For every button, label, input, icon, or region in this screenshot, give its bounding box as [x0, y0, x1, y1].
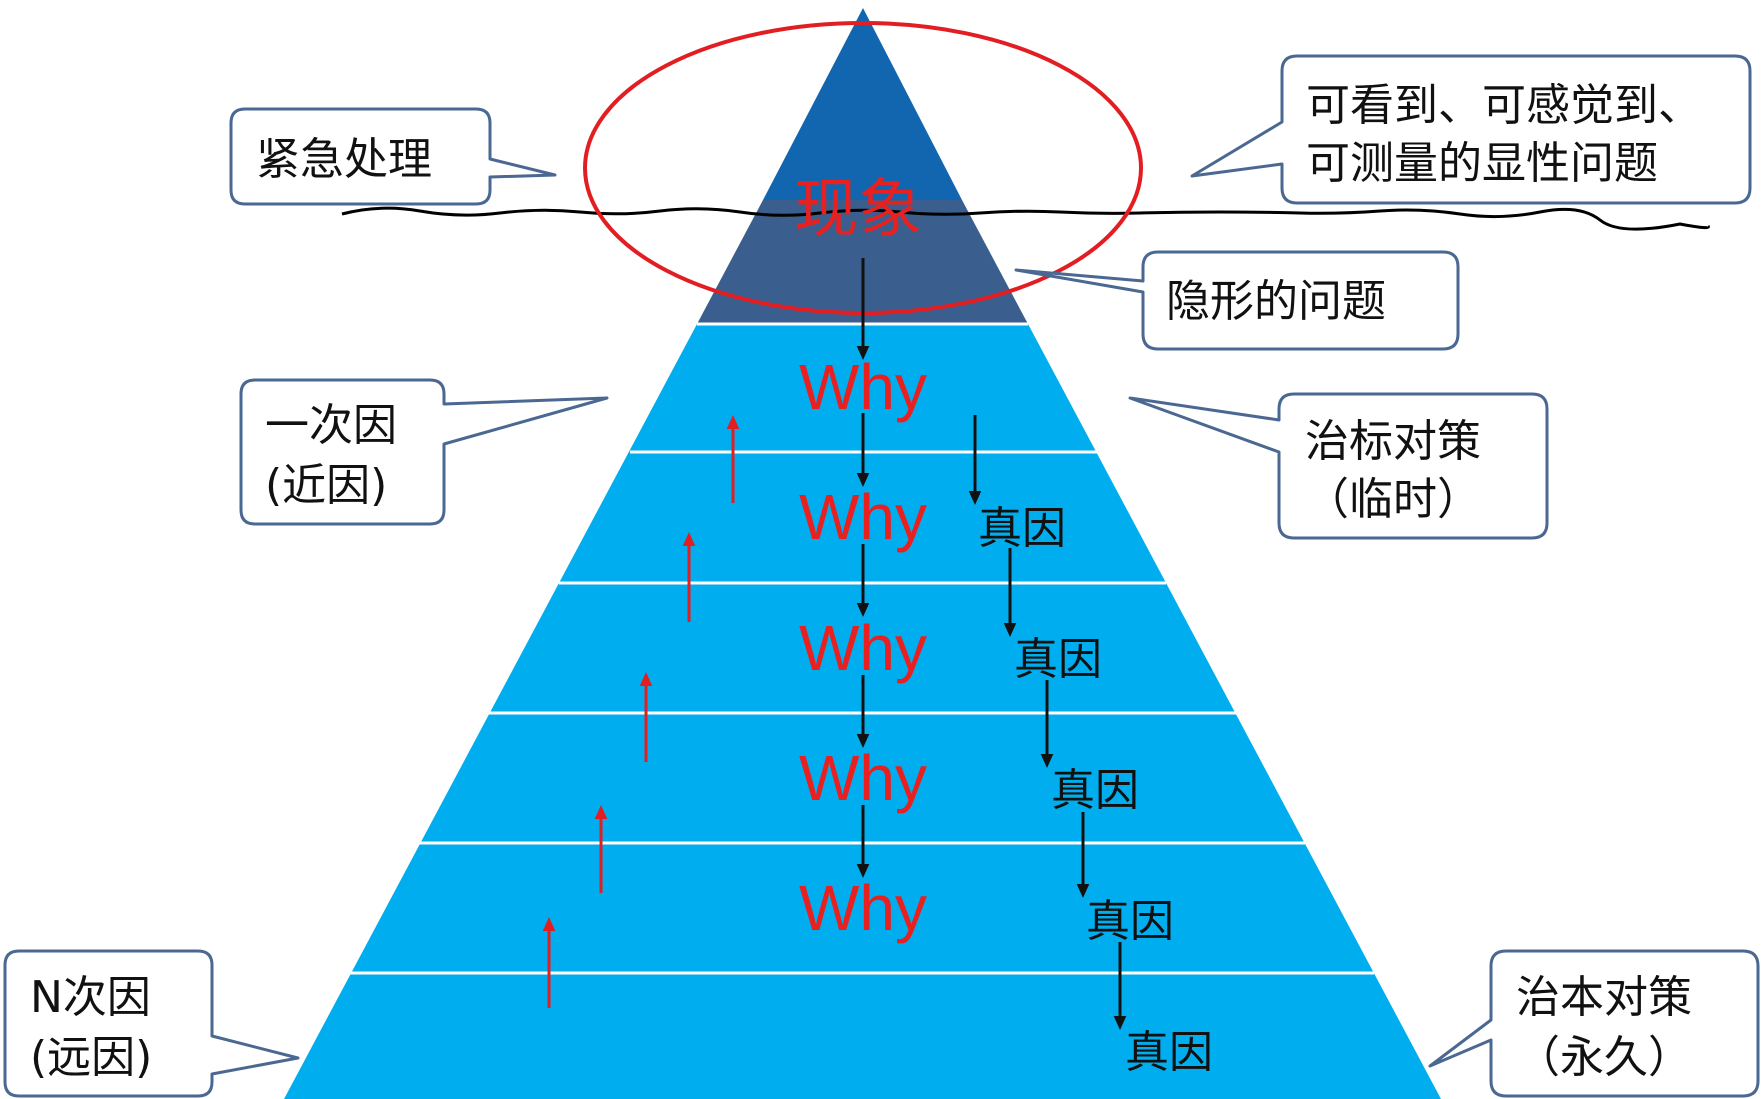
- callout-line: 隐形的问题: [1166, 276, 1386, 327]
- root-cause-chain-arrows: [968, 415, 1127, 1030]
- callout-line: （永久）: [1516, 1032, 1692, 1083]
- svg-text:治标对策 （临时）: 治标对策 （临时）: [1305, 416, 1495, 525]
- root-cause-label: 真因: [1051, 765, 1139, 816]
- why-label: Why: [799, 351, 927, 423]
- why-chain-arrow: [856, 544, 870, 617]
- root-cause-arrow: [1003, 548, 1017, 637]
- callout-nth-cause: N次因 (远因): [3, 949, 300, 1098]
- why-chain-arrow: [856, 675, 870, 748]
- svg-text:一次因 (近因): 一次因 (近因): [265, 400, 411, 511]
- why-chain-arrow: [856, 805, 870, 878]
- why-label: Why: [799, 872, 927, 944]
- callout-line: 可测量的显性问题: [1306, 138, 1658, 189]
- root-cause-label: 真因: [1014, 634, 1102, 685]
- callout-line: （临时）: [1305, 474, 1481, 525]
- why-chain-arrows: [856, 258, 870, 878]
- phenomenon-label: 现象: [794, 173, 922, 247]
- root-cause-arrow: [1040, 680, 1054, 768]
- callout-line: 紧急处理: [256, 134, 432, 185]
- upward-arrow: [594, 805, 608, 893]
- pyramid-apex: [763, 8, 962, 200]
- callout-line: (远因): [30, 1032, 152, 1083]
- why-labels: Why Why Why Why Why: [799, 351, 927, 944]
- callout-line: N次因: [30, 972, 151, 1023]
- root-cause-label: 真因: [1125, 1027, 1213, 1078]
- callout-emergency: 紧急处理: [229, 107, 557, 206]
- svg-text:紧急处理: 紧急处理: [256, 134, 432, 185]
- why-chain-arrow: [856, 413, 870, 487]
- callout-line: (近因): [265, 460, 387, 511]
- upward-arrow: [682, 532, 696, 622]
- callout-line: 一次因: [265, 400, 397, 451]
- root-cause-arrow: [968, 415, 982, 505]
- why-label: Why: [799, 481, 927, 553]
- svg-text:隐形的问题: 隐形的问题: [1166, 276, 1386, 327]
- callout-hidden-problem: 隐形的问题: [1014, 250, 1460, 351]
- upward-arrow: [542, 917, 556, 1008]
- upward-red-arrows: [542, 415, 740, 1008]
- root-cause-labels: 真因 真因 真因 真因 真因: [978, 503, 1213, 1078]
- svg-text:治本对策 （永久）: 治本对策 （永久）: [1516, 972, 1706, 1083]
- water-line-wave: [341, 206, 1710, 231]
- root-cause-label: 真因: [1086, 896, 1174, 947]
- svg-text:可看到、可感觉到、 可测量的显性问题: 可看到、可感觉到、 可测量的显性问题: [1306, 80, 1716, 189]
- upward-arrow: [726, 415, 740, 503]
- why-chain-arrow: [856, 258, 870, 360]
- callout-line: 治本对策: [1516, 972, 1692, 1023]
- svg-text:N次因 (远因): N次因 (远因): [30, 972, 165, 1083]
- callout-temporary-measure: 治标对策 （临时）: [1128, 392, 1549, 540]
- callout-line: 治标对策: [1305, 416, 1481, 467]
- callout-primary-cause: 一次因 (近因): [239, 378, 609, 526]
- why-label: Why: [799, 612, 927, 684]
- upward-arrow: [639, 672, 653, 762]
- callout-permanent-measure: 治本对策 （永久）: [1428, 949, 1760, 1098]
- callout-visible-problem: 可看到、可感觉到、 可测量的显性问题: [1190, 54, 1752, 205]
- root-cause-arrow: [1076, 812, 1090, 898]
- callout-line: 可看到、可感觉到、: [1306, 80, 1702, 131]
- callouts: 紧急处理 可看到、可感觉到、 可测量的显性问题 隐形的问题 一次因 (近因): [3, 54, 1760, 1098]
- why-label: Why: [799, 742, 927, 814]
- root-cause-label: 真因: [978, 503, 1066, 554]
- root-cause-arrow: [1113, 942, 1127, 1030]
